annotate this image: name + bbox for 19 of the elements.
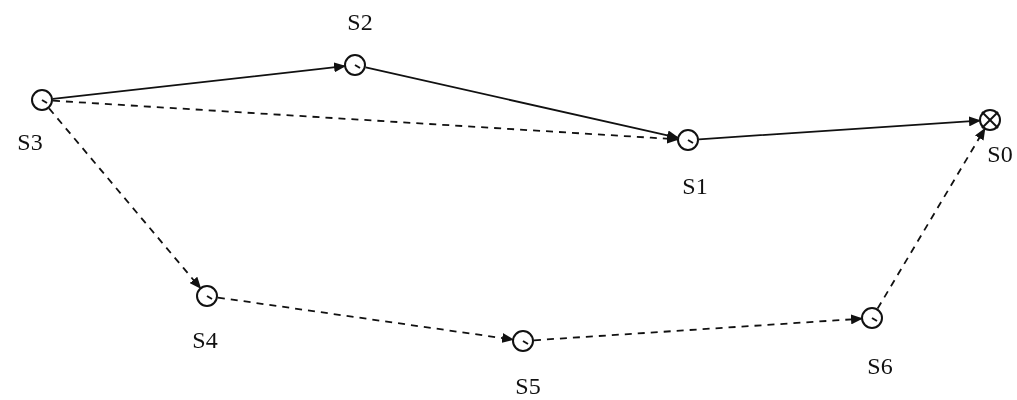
circle-node bbox=[196, 285, 218, 307]
state-label: S6 bbox=[867, 354, 893, 378]
state-label: S1 bbox=[682, 174, 708, 198]
circle-node bbox=[512, 330, 534, 352]
circle-node bbox=[344, 54, 366, 76]
state-label: S3 bbox=[17, 130, 43, 154]
arrow bbox=[48, 107, 202, 290]
arrow bbox=[533, 314, 863, 342]
state-label: S2 bbox=[347, 10, 373, 34]
circle-node bbox=[861, 307, 883, 329]
state-label: S5 bbox=[515, 374, 541, 398]
arrow bbox=[698, 116, 981, 141]
circle-node bbox=[31, 89, 53, 111]
arrow bbox=[876, 127, 986, 310]
arrow bbox=[52, 99, 679, 144]
circle-node bbox=[677, 129, 699, 151]
crossed-circle bbox=[979, 109, 1001, 131]
state-label: S4 bbox=[192, 328, 218, 352]
state-label: S0 bbox=[987, 142, 1013, 166]
